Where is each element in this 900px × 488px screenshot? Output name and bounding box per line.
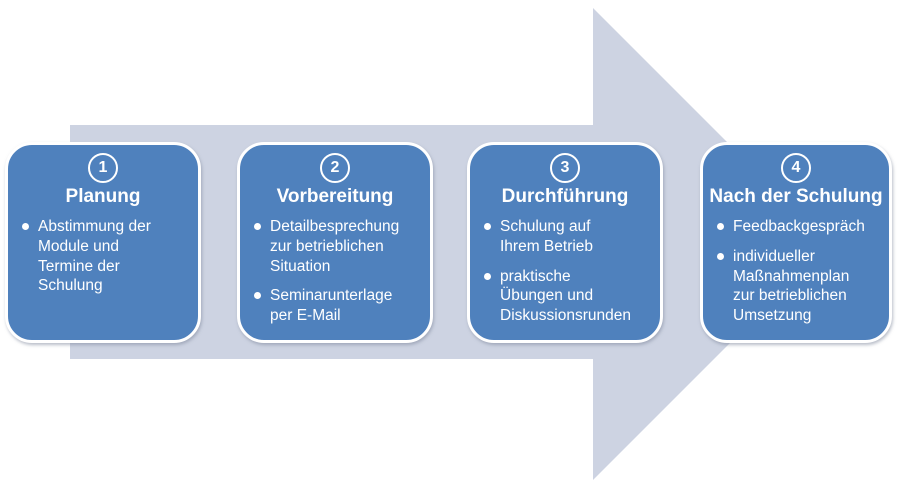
step-title: Nach der Schulung [709, 186, 883, 207]
bullet-dot-icon [254, 292, 261, 300]
right-arrow-shape [70, 8, 829, 480]
bullet-dot-icon [484, 272, 491, 280]
step-box-nach-der-schulung: 4 Nach der Schulung Feedbackgespräch ind… [700, 142, 892, 343]
step-bullets: Feedbackgespräch individueller Maßnahmen… [703, 217, 889, 326]
bullet-dot-icon [717, 252, 724, 260]
step-title: Planung [65, 186, 141, 207]
bullet-item: Abstimmung der Module und Termine der Sc… [21, 217, 194, 296]
step-bullets: Schulung auf Ihrem Betrieb praktische Üb… [470, 217, 660, 326]
bullet-text: praktische Übungen und Diskussionsrunden [500, 267, 631, 325]
step-number-badge: 3 [550, 153, 580, 183]
step-number-badge: 4 [781, 153, 811, 183]
step-box-planung: 1 Planung Abstimmung der Module und Term… [5, 142, 201, 343]
bullet-text: Detailbesprechung zur betrieblichen Situ… [270, 218, 400, 275]
bullet-dot-icon [22, 223, 29, 230]
bullet-item: Feedbackgespräch [716, 217, 885, 237]
step-box-vorbereitung: 2 Vorbereitung Detailbesprechung zur bet… [237, 142, 433, 343]
step-number-badge: 1 [88, 153, 118, 183]
bullet-dot-icon [717, 223, 724, 230]
bullet-text: Schulung auf Ihrem Betrieb [500, 218, 594, 255]
bullet-item: Schulung auf Ihrem Betrieb [483, 217, 656, 257]
bullet-item: Detailbesprechung zur betrieblichen Situ… [253, 217, 426, 276]
step-bullets: Abstimmung der Module und Termine der Sc… [8, 217, 198, 296]
bullet-dot-icon [254, 223, 261, 230]
step-number-badge: 2 [320, 153, 350, 183]
step-box-durchfuehrung: 3 Durchführung Schulung auf Ihrem Betrie… [467, 142, 663, 343]
bullet-item: praktische Übungen und Diskussionsrunden [483, 267, 656, 326]
bullet-item: Seminarunterlage per E-Mail [253, 286, 426, 326]
step-title: Durchführung [501, 186, 629, 207]
bullet-text: Abstimmung der Module und Termine der Sc… [38, 218, 151, 295]
bullet-text: Seminarunterlage per E-Mail [270, 287, 393, 325]
bullet-text: Feedbackgespräch [733, 218, 865, 235]
bullet-dot-icon [484, 223, 491, 230]
step-title: Vorbereitung [276, 186, 394, 207]
bullet-text: individueller Maßnahmenplan zur betriebl… [733, 247, 850, 325]
bullet-item: individueller Maßnahmenplan zur betriebl… [716, 247, 885, 326]
step-bullets: Detailbesprechung zur betrieblichen Situ… [240, 217, 430, 326]
